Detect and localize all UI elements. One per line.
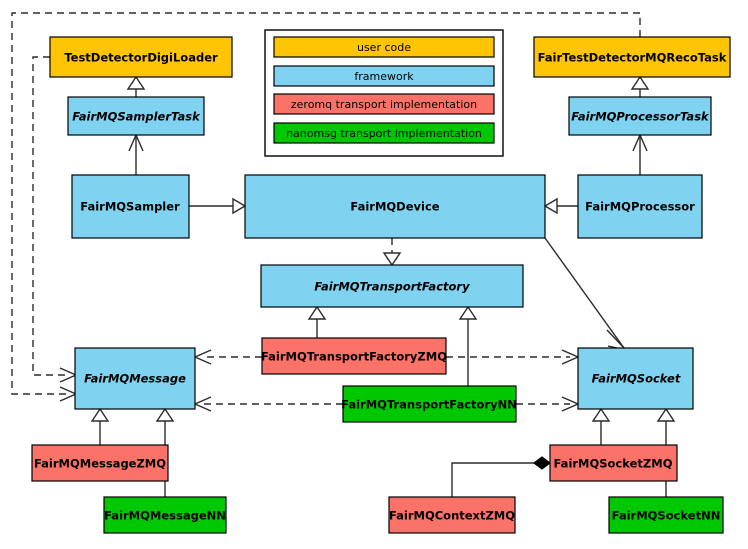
arrowhead-tfnn-to-transportfactory bbox=[458, 305, 478, 320]
node-box[interactable] bbox=[577, 174, 703, 239]
node-box[interactable] bbox=[608, 496, 724, 534]
node-FairMQMessageNN[interactable]: FairMQMessageNN bbox=[103, 496, 227, 534]
node-label: FairMQSocketZMQ bbox=[554, 457, 673, 471]
edge-digiloader-to-message bbox=[32, 56, 68, 376]
node-box[interactable] bbox=[49, 36, 233, 78]
node-box[interactable] bbox=[388, 496, 516, 534]
node-FairMQMessageZMQ[interactable]: FairMQMessageZMQ bbox=[31, 444, 169, 482]
node-label: FairMQTransportFactory bbox=[314, 280, 470, 294]
node-label: FairMQMessage bbox=[84, 372, 186, 386]
legend-swatch bbox=[273, 36, 495, 58]
node-box[interactable] bbox=[533, 36, 731, 78]
node-label: FairMQSamplerTask bbox=[72, 110, 201, 124]
arrowhead-sampler-to-device bbox=[232, 197, 247, 215]
legend-label: framework bbox=[354, 70, 414, 83]
arrowhead-processor-to-device bbox=[543, 197, 558, 215]
node-label: TestDetectorDigiLoader bbox=[64, 51, 218, 65]
node-FairMQSamplerTask[interactable]: FairMQSamplerTask bbox=[67, 96, 205, 136]
arrowhead-samplertask-to-digiloader bbox=[126, 75, 146, 90]
node-label: FairMQMessageZMQ bbox=[34, 457, 166, 471]
node-layer: TestDetectorDigiLoader FairTestDetectorM… bbox=[31, 36, 731, 534]
node-label: FairMQMessageNN bbox=[104, 509, 226, 523]
node-label: FairMQSocket bbox=[592, 372, 681, 386]
node-FairMQTransportFactoryNN[interactable]: FairMQTransportFactoryNN bbox=[341, 385, 517, 423]
node-FairMQSampler[interactable]: FairMQSampler bbox=[71, 174, 190, 239]
arrowhead-socketzmq-to-socket bbox=[591, 407, 611, 422]
edge-socketzmq-to-contextzmq bbox=[451, 462, 534, 497]
arrowhead-device-to-transportfactory bbox=[382, 252, 402, 267]
legend-item-nanomsg: nanomsg transport implementation bbox=[273, 122, 495, 144]
node-label: FairMQDevice bbox=[350, 200, 439, 214]
node-label: FairMQContextZMQ bbox=[389, 509, 515, 523]
edge-device-to-socket bbox=[544, 237, 625, 349]
edge-recotask-to-message bbox=[11, 12, 641, 395]
arrowhead-messagenn-to-message bbox=[155, 407, 175, 422]
node-FairMQMessage[interactable]: FairMQMessage bbox=[74, 347, 196, 410]
node-FairMQProcessorTask[interactable]: FairMQProcessorTask bbox=[568, 96, 712, 136]
node-box[interactable] bbox=[568, 96, 712, 136]
node-FairTestDetectorMQRecoTask[interactable]: FairTestDetectorMQRecoTask bbox=[533, 36, 731, 78]
node-FairMQTransportFactory[interactable]: FairMQTransportFactory bbox=[260, 264, 524, 308]
legend-label: user code bbox=[357, 41, 411, 54]
node-box[interactable] bbox=[549, 444, 678, 482]
node-label: FairMQTransportFactoryNN bbox=[341, 398, 517, 412]
legend-label: nanomsg transport implementation bbox=[286, 127, 482, 140]
legend-label: zeromq transport implementation bbox=[291, 98, 477, 111]
legend-item-zeromq: zeromq transport implementation bbox=[273, 93, 495, 115]
node-TestDetectorDigiLoader[interactable]: TestDetectorDigiLoader bbox=[49, 36, 233, 78]
node-FairMQSocketZMQ[interactable]: FairMQSocketZMQ bbox=[549, 444, 678, 482]
node-box[interactable] bbox=[244, 174, 546, 239]
diamond-socketzmq-composition bbox=[533, 456, 551, 470]
arrowhead-processortask-to-recotask bbox=[630, 75, 650, 90]
arrowhead-tfzmq-to-transportfactory bbox=[307, 305, 327, 320]
node-label: FairTestDetectorMQRecoTask bbox=[538, 51, 727, 65]
arrowhead-device-to-socket bbox=[606, 329, 629, 352]
node-FairMQSocketNN[interactable]: FairMQSocketNN bbox=[608, 496, 724, 534]
legend-swatch bbox=[273, 65, 495, 87]
legend: user code framework zeromq transport imp… bbox=[264, 29, 504, 157]
node-label: FairMQSocketNN bbox=[612, 509, 721, 523]
node-box[interactable] bbox=[577, 347, 694, 410]
legend-item-framework: framework bbox=[273, 65, 495, 87]
node-box[interactable] bbox=[342, 385, 517, 423]
node-label: FairMQProcessorTask bbox=[571, 110, 710, 124]
node-box[interactable] bbox=[103, 496, 227, 534]
node-label: FairMQTransportFactoryZMQ bbox=[261, 350, 447, 364]
node-FairMQDevice[interactable]: FairMQDevice bbox=[244, 174, 546, 239]
arrowhead-messagezmq-to-message bbox=[90, 407, 110, 422]
node-FairMQContextZMQ[interactable]: FairMQContextZMQ bbox=[388, 496, 516, 534]
legend-item-user-code: user code bbox=[273, 36, 495, 58]
legend-swatch bbox=[273, 93, 495, 115]
node-FairMQSocket[interactable]: FairMQSocket bbox=[577, 347, 694, 410]
node-box[interactable] bbox=[261, 337, 447, 375]
node-label: FairMQProcessor bbox=[585, 200, 695, 214]
node-box[interactable] bbox=[71, 174, 190, 239]
node-box[interactable] bbox=[67, 96, 205, 136]
node-FairMQProcessor[interactable]: FairMQProcessor bbox=[577, 174, 703, 239]
legend-swatch bbox=[273, 122, 495, 144]
node-FairMQTransportFactoryZMQ[interactable]: FairMQTransportFactoryZMQ bbox=[261, 337, 447, 375]
node-box[interactable] bbox=[31, 444, 169, 482]
node-label: FairMQSampler bbox=[80, 200, 180, 214]
node-box[interactable] bbox=[260, 264, 524, 308]
arrowhead-socketnn-to-socket bbox=[656, 407, 676, 422]
node-box[interactable] bbox=[74, 347, 196, 410]
